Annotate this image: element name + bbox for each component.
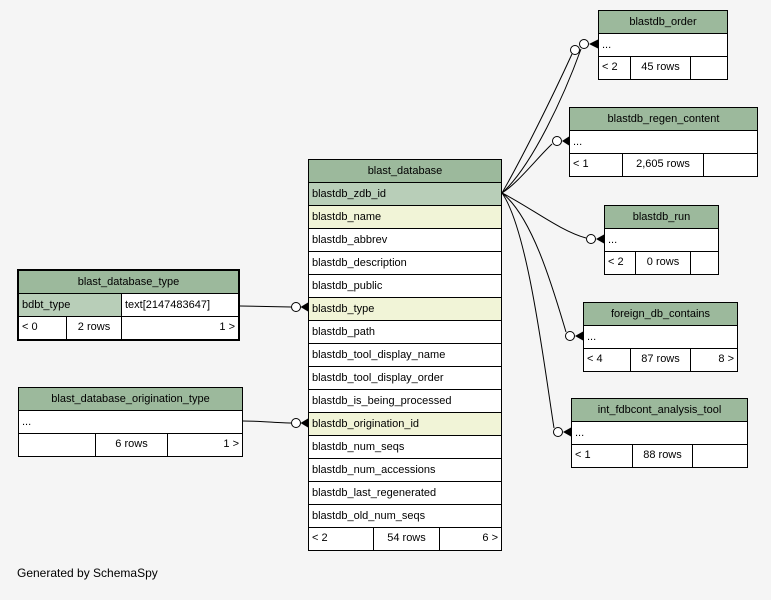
parents-count: < 4: [584, 349, 631, 371]
generated-by-note: Generated by SchemaSpy: [17, 566, 158, 580]
table-header-blast-database-type[interactable]: blast_database_type: [19, 271, 238, 294]
rows-count: 54 rows: [374, 528, 440, 550]
crows-foot-icon: [300, 302, 308, 312]
zero-cardinality-icon: [565, 331, 575, 341]
parents-count: < 2: [605, 252, 636, 274]
zero-cardinality-icon: [553, 427, 563, 437]
table-blastdb-regen-content: blastdb_regen_content ... < 1 2,605 rows: [569, 107, 758, 177]
table-header-foreign-db-contains[interactable]: foreign_db_contains: [584, 303, 737, 326]
parents-count: < 1: [570, 154, 623, 176]
zero-cardinality-icon: [586, 234, 596, 244]
column-blastdb-name: blastdb_name: [309, 206, 501, 229]
rows-count: 88 rows: [633, 445, 693, 467]
column-type: text[2147483647]: [122, 294, 238, 316]
parents-count: < 1: [572, 445, 633, 467]
column-blastdb-zdb-id: blastdb_zdb_id: [309, 183, 501, 206]
relationship-edge: [501, 192, 555, 429]
table-footer: < 2 0 rows: [605, 252, 718, 274]
relationship-edge: [501, 192, 587, 239]
columns-ellipsis: ...: [572, 422, 747, 445]
table-header-blastdb-run[interactable]: blastdb_run: [605, 206, 718, 229]
rows-count: 87 rows: [631, 349, 691, 371]
table-header-blastdb-order[interactable]: blastdb_order: [599, 11, 727, 34]
columns-ellipsis: ...: [570, 131, 757, 154]
table-blastdb-order: blastdb_order ... < 2 45 rows: [598, 10, 728, 80]
zero-cardinality-icon: [570, 45, 580, 55]
rows-count: 45 rows: [631, 57, 691, 79]
table-blast-database-origination-type: blast_database_origination_type ... 6 ro…: [18, 387, 243, 457]
crows-foot-icon: [563, 427, 571, 437]
table-footer: < 2 45 rows: [599, 57, 727, 79]
column-blastdb-public: blastdb_public: [309, 275, 501, 298]
parents-count: [19, 434, 96, 456]
children-count: [691, 57, 727, 79]
relationship-edge: [501, 143, 553, 194]
table-foreign-db-contains: foreign_db_contains ... < 4 87 rows 8 >: [583, 302, 738, 372]
children-count: [693, 445, 747, 467]
relationship-edge: [239, 305, 292, 308]
column-bdbt-type: bdbt_type text[2147483647]: [19, 294, 238, 317]
table-footer: < 4 87 rows 8 >: [584, 349, 737, 371]
column-blastdb-old-num-seqs: blastdb_old_num_seqs: [309, 505, 501, 528]
children-count: [704, 154, 757, 176]
rows-count: 2 rows: [67, 317, 122, 339]
crows-foot-icon: [596, 234, 604, 244]
parents-count: < 2: [309, 528, 374, 550]
zero-cardinality-icon: [552, 136, 562, 146]
children-count: 1 >: [223, 438, 239, 450]
column-blastdb-type: blastdb_type: [309, 298, 501, 321]
column-blastdb-num-accessions: blastdb_num_accessions: [309, 459, 501, 482]
rows-count: 6 rows: [96, 434, 168, 456]
children-count: 8 >: [718, 353, 734, 365]
columns-ellipsis: ...: [599, 34, 727, 57]
table-footer: < 0 2 rows 1 >: [19, 317, 238, 339]
columns-ellipsis: ...: [19, 411, 242, 434]
table-int-fdbcont-analysis-tool: int_fdbcont_analysis_tool ... < 1 88 row…: [571, 398, 748, 468]
zero-cardinality-icon: [579, 39, 589, 49]
relationship-edge: [501, 192, 567, 333]
column-name: bdbt_type: [19, 294, 122, 316]
table-blastdb-run: blastdb_run ... < 2 0 rows: [604, 205, 719, 275]
table-header-int-fdbcont-analysis-tool[interactable]: int_fdbcont_analysis_tool: [572, 399, 747, 422]
table-footer: < 1 2,605 rows: [570, 154, 757, 176]
table-header-blastdb-regen-content[interactable]: blastdb_regen_content: [570, 108, 757, 131]
column-blastdb-abbrev: blastdb_abbrev: [309, 229, 501, 252]
zero-cardinality-icon: [291, 418, 301, 428]
crows-foot-icon: [300, 418, 308, 428]
relationship-edge: [501, 53, 573, 194]
crows-foot-icon: [562, 136, 569, 146]
relationship-edge: [242, 420, 292, 424]
parents-count: < 0: [19, 317, 67, 339]
column-blastdb-path: blastdb_path: [309, 321, 501, 344]
rows-count: 0 rows: [636, 252, 691, 274]
column-blastdb-description: blastdb_description: [309, 252, 501, 275]
column-blastdb-last-regenerated: blastdb_last_regenerated: [309, 482, 501, 505]
children-count: 6 >: [482, 532, 498, 544]
column-blastdb-origination-id: blastdb_origination_id: [309, 413, 501, 436]
crows-foot-icon: [575, 331, 583, 341]
parents-count: < 2: [599, 57, 631, 79]
table-header-blast-database[interactable]: blast_database: [309, 160, 501, 183]
table-blast-database-type: blast_database_type bdbt_type text[21474…: [17, 269, 240, 341]
table-blast-database: blast_database blastdb_zdb_id blastdb_na…: [308, 159, 502, 551]
children-count: 1 >: [219, 321, 235, 333]
table-footer: 6 rows 1 >: [19, 434, 242, 456]
column-blastdb-tool-display-name: blastdb_tool_display_name: [309, 344, 501, 367]
table-footer: < 2 54 rows 6 >: [309, 528, 501, 550]
column-blastdb-tool-display-order: blastdb_tool_display_order: [309, 367, 501, 390]
zero-cardinality-icon: [291, 302, 301, 312]
column-blastdb-num-seqs: blastdb_num_seqs: [309, 436, 501, 459]
columns-ellipsis: ...: [605, 229, 718, 252]
columns-ellipsis: ...: [584, 326, 737, 349]
column-blastdb-is-being-processed: blastdb_is_being_processed: [309, 390, 501, 413]
crows-foot-icon: [589, 39, 598, 49]
table-footer: < 1 88 rows: [572, 445, 747, 467]
rows-count: 2,605 rows: [623, 154, 704, 176]
children-count: [691, 252, 718, 274]
table-header-blast-database-origination-type[interactable]: blast_database_origination_type: [19, 388, 242, 411]
